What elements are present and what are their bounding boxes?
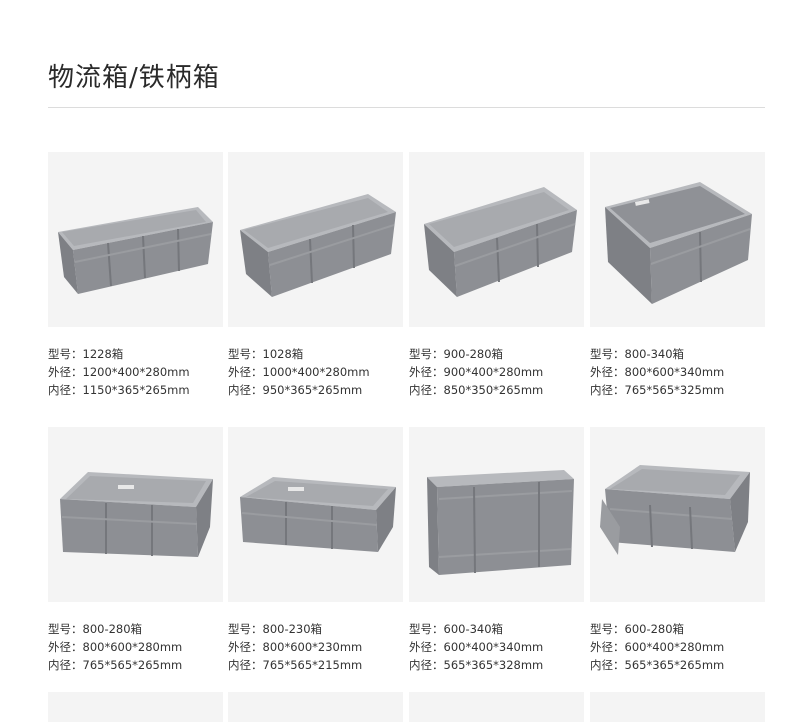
page-title: 物流箱/铁柄箱 — [48, 63, 220, 93]
product-image[interactable] — [590, 152, 765, 327]
product-outer-size: 外径：900*400*280mm — [409, 365, 544, 379]
product-outer-size: 外径：1200*400*280mm — [48, 365, 190, 379]
product-inner-size: 内径：765*565*325mm — [590, 383, 725, 397]
product-specs: 型号：800-280箱 外径：800*600*280mm 内径：765*565*… — [48, 620, 223, 674]
product-specs: 型号：1228箱 外径：1200*400*280mm 内径：1150*365*2… — [48, 345, 223, 399]
product-specs: 型号：1028箱 外径：1000*400*280mm 内径：950*365*26… — [228, 345, 403, 399]
lidded-crate-icon — [600, 465, 750, 555]
product-model: 型号：800-230箱 — [228, 622, 323, 636]
title-divider — [48, 107, 765, 108]
product-outer-size: 外径：800*600*340mm — [590, 365, 725, 379]
product-image[interactable] — [228, 692, 403, 722]
product-model: 型号：900-280箱 — [409, 347, 504, 361]
product-image[interactable] — [409, 427, 584, 602]
product-image[interactable] — [228, 152, 403, 327]
product-row: 型号：1228箱 外径：1200*400*280mm 内径：1150*365*2… — [48, 152, 765, 397]
product-inner-size: 内径：565*365*265mm — [590, 658, 725, 672]
product-outer-size: 外径：800*600*230mm — [228, 640, 363, 654]
product-image[interactable] — [48, 427, 223, 602]
product-outer-size: 外径：600*400*340mm — [409, 640, 544, 654]
product-outer-size: 外径：800*600*280mm — [48, 640, 183, 654]
tall-crate-icon — [427, 470, 574, 575]
product-card[interactable]: 型号：800-340箱 外径：800*600*340mm 内径：765*565*… — [590, 152, 765, 399]
product-inner-size: 内径：565*365*328mm — [409, 658, 544, 672]
product-model: 型号：800-340箱 — [590, 347, 685, 361]
product-inner-size: 内径：850*350*265mm — [409, 383, 544, 397]
product-image[interactable] — [48, 152, 223, 327]
product-row — [48, 692, 765, 722]
product-row: 型号：800-280箱 外径：800*600*280mm 内径：765*565*… — [48, 427, 765, 672]
long-crate-icon — [240, 194, 396, 297]
product-model: 型号：600-280箱 — [590, 622, 685, 636]
product-specs: 型号：800-340箱 外径：800*600*340mm 内径：765*565*… — [590, 345, 765, 399]
product-card[interactable]: 型号：600-280箱 外径：600*400*280mm 内径：565*365*… — [590, 427, 765, 674]
product-model: 型号：1028箱 — [228, 347, 304, 361]
crate-icon — [424, 187, 577, 297]
product-model: 型号：1228箱 — [48, 347, 124, 361]
shallow-crate-icon — [240, 477, 396, 552]
product-inner-size: 内径：765*565*215mm — [228, 658, 363, 672]
product-image[interactable] — [48, 692, 223, 722]
wide-crate-icon — [60, 472, 213, 557]
product-image[interactable] — [409, 692, 584, 722]
product-card[interactable]: 型号：1028箱 外径：1000*400*280mm 内径：950*365*26… — [228, 152, 403, 399]
product-image[interactable] — [409, 152, 584, 327]
product-outer-size: 外径：600*400*280mm — [590, 640, 725, 654]
product-image[interactable] — [590, 692, 765, 722]
product-model: 型号：600-340箱 — [409, 622, 504, 636]
product-specs: 型号：600-340箱 外径：600*400*340mm 内径：565*365*… — [409, 620, 584, 674]
product-card[interactable]: 型号：800-230箱 外径：800*600*230mm 内径：765*565*… — [228, 427, 403, 674]
product-specs: 型号：900-280箱 外径：900*400*280mm 内径：850*350*… — [409, 345, 584, 399]
product-card[interactable]: 型号：800-280箱 外径：800*600*280mm 内径：765*565*… — [48, 427, 223, 674]
product-outer-size: 外径：1000*400*280mm — [228, 365, 370, 379]
product-inner-size: 内径：765*565*265mm — [48, 658, 183, 672]
deep-crate-icon — [605, 182, 752, 304]
product-model: 型号：800-280箱 — [48, 622, 143, 636]
product-image[interactable] — [590, 427, 765, 602]
product-inner-size: 内径：1150*365*265mm — [48, 383, 190, 397]
product-card[interactable]: 型号：1228箱 外径：1200*400*280mm 内径：1150*365*2… — [48, 152, 223, 399]
product-image[interactable] — [228, 427, 403, 602]
product-card[interactable]: 型号：600-340箱 外径：600*400*340mm 内径：565*365*… — [409, 427, 584, 674]
product-card[interactable]: 型号：900-280箱 外径：900*400*280mm 内径：850*350*… — [409, 152, 584, 399]
product-inner-size: 内径：950*365*265mm — [228, 383, 363, 397]
product-specs: 型号：800-230箱 外径：800*600*230mm 内径：765*565*… — [228, 620, 403, 674]
long-crate-icon — [58, 207, 213, 294]
product-specs: 型号：600-280箱 外径：600*400*280mm 内径：565*365*… — [590, 620, 765, 674]
